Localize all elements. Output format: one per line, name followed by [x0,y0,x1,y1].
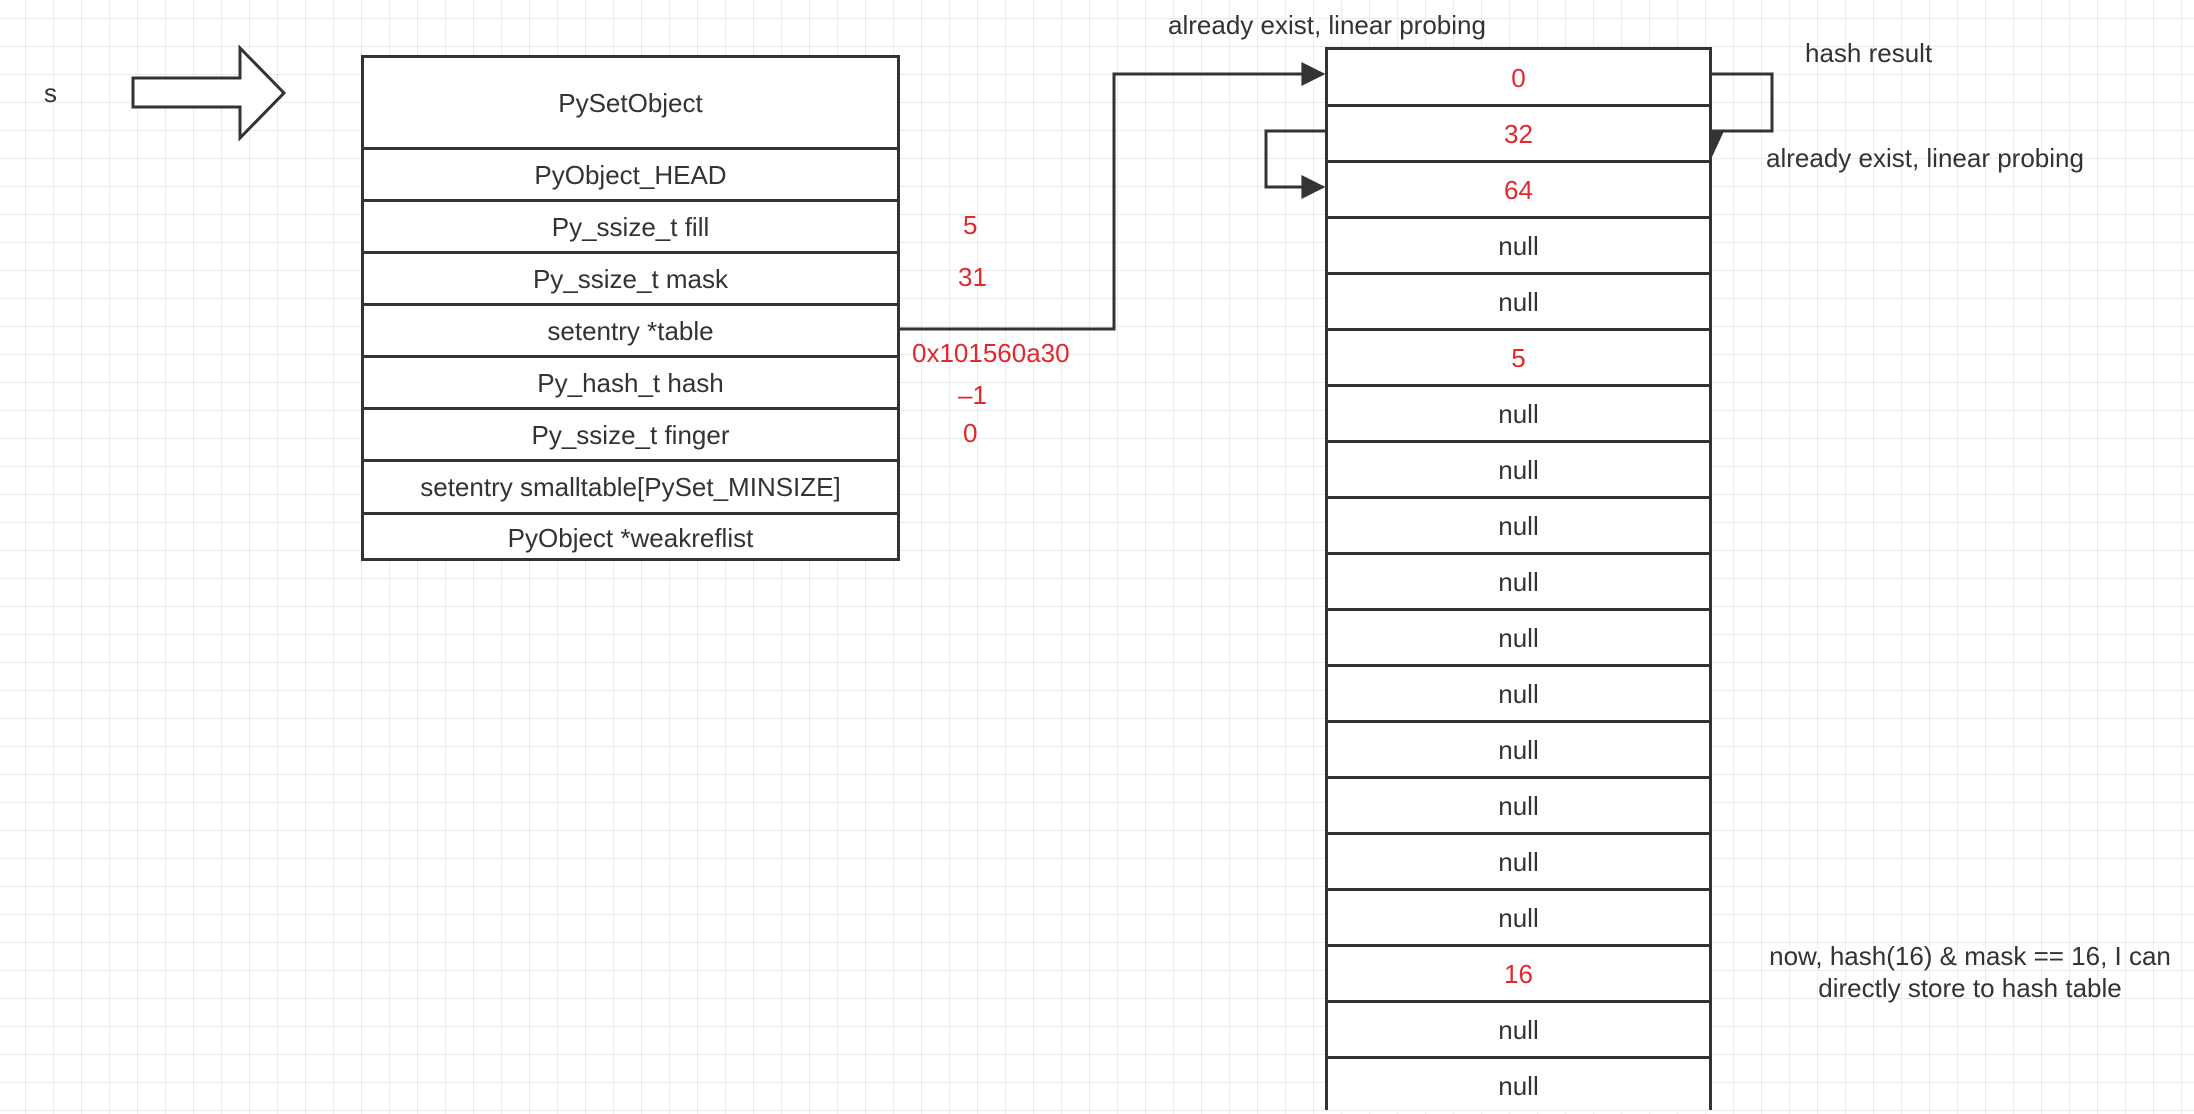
right-linear-probing-note: already exist, linear probing [1766,143,2084,173]
hash-slot-13: null [1328,776,1709,834]
hash-slot-12: null [1328,720,1709,778]
struct-row-weakreflist: PyObject *weakreflist [364,512,897,561]
hash-slot-4: null [1328,272,1709,330]
hash-result-connector [1712,72,1774,133]
struct-row-pyobject-head: PyObject_HEAD [364,147,897,200]
top-linear-probing-note: already exist, linear probing [1168,10,1486,40]
hash-slot-0: 0 [1511,62,1526,93]
hash-slot-14: null [1328,832,1709,890]
hash-slot-10: null [1328,608,1709,666]
pysetobject-struct: PySetObject PyObject_HEAD Py_ssize_t fil… [361,55,900,561]
hash-slot-1: 32 [1328,104,1709,162]
hash-slot-15: null [1328,888,1709,946]
variable-label-s: s [44,78,57,108]
struct-row-fill: Py_ssize_t fill [364,199,897,252]
table-address-value: 0x101560a30 [912,338,1070,368]
hash-slot-16: 16 [1328,944,1709,1002]
hash-value: –1 [958,380,987,410]
hash-result-note: hash result [1805,38,1933,68]
struct-row-table: setentry *table [364,303,897,356]
variable-reference-arrow [131,44,287,142]
struct-row-pysetobject: PySetObject [558,88,703,118]
linear-probing-connector [1264,129,1326,199]
hash-slot-5: 5 [1328,328,1709,386]
hash-slot-8: null [1328,496,1709,554]
mask-value: 31 [958,262,987,292]
hash-slot-3: null [1328,216,1709,274]
fill-value: 5 [963,210,978,240]
struct-row-finger: Py_ssize_t finger [364,407,897,460]
hash-slot-6: null [1328,384,1709,442]
finger-value: 0 [963,418,978,448]
struct-row-hash: Py_hash_t hash [364,355,897,408]
direct-store-note-line-1: now, hash(16) & mask == 16, I can [1769,941,2171,971]
hash-slot-9: null [1328,552,1709,610]
hash-slot-2: 64 [1328,160,1709,218]
struct-row-smalltable: setentry smalltable[PySet_MINSIZE] [364,459,897,513]
direct-store-note-line-2: directly store to hash table [1818,973,2122,1003]
hash-slot-11: null [1328,664,1709,722]
hash-slot-17: null [1328,1000,1709,1058]
direct-store-note: now, hash(16) & mask == 16, I can direct… [1762,940,2178,1004]
hash-slot-18: null [1328,1056,1709,1114]
hash-slot-7: null [1328,440,1709,498]
struct-row-mask: Py_ssize_t mask [364,251,897,304]
